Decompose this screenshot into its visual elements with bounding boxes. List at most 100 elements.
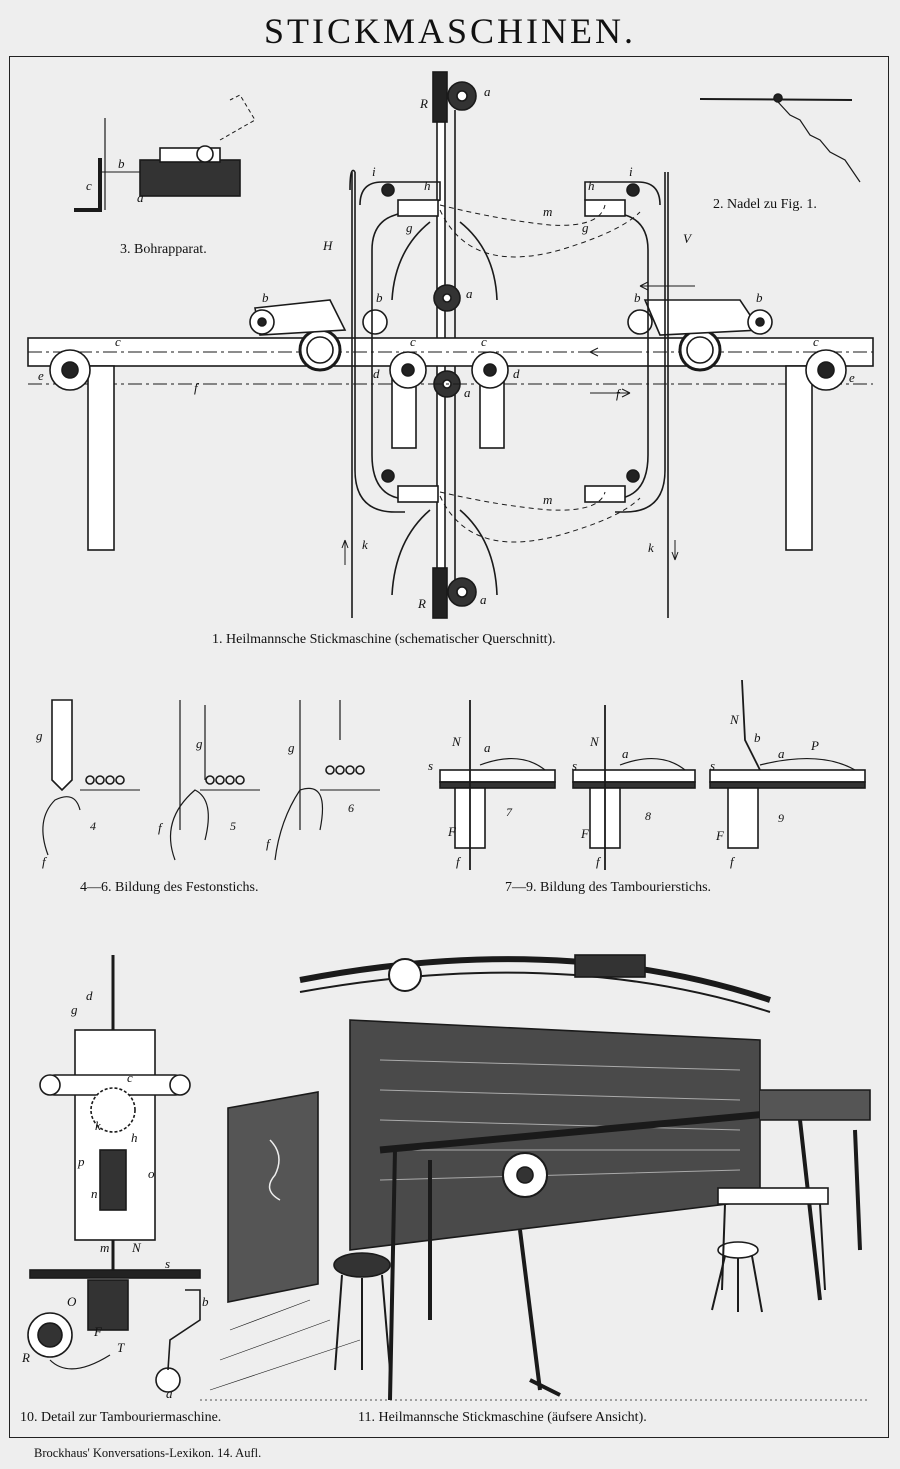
fig7-label-a: a	[484, 740, 491, 755]
fig9-label-a: a	[778, 746, 785, 761]
fig5-label-g: g	[196, 736, 203, 751]
fig1-label-c-mid-right: c	[481, 334, 487, 349]
fig1-label-R-bottom: R	[417, 596, 426, 611]
fig10-label-a: a	[166, 1386, 173, 1401]
fig10-label-n: n	[91, 1186, 98, 1201]
fig8-label-a: a	[622, 746, 629, 761]
fig1-label-g-right: g	[582, 220, 589, 235]
caption-fig11: 11. Heilmannsche Stickmaschine (äufsere …	[358, 1410, 647, 1425]
fig1-label-m-top: m	[543, 204, 552, 219]
fig10-label-o: o	[148, 1166, 155, 1181]
fig1-label-d-right: d	[513, 366, 520, 381]
caption-fig1: 1. Heilmannsche Stickmaschine (schematis…	[212, 632, 556, 647]
fig10-label-h: h	[131, 1130, 138, 1145]
fig1-label-i-right: i	[629, 164, 633, 179]
fig1-label-f-left: f	[194, 380, 200, 395]
fig1-label-a-top: a	[484, 84, 491, 99]
fig9-label-f: f	[730, 854, 736, 869]
fig1-label-V: V	[683, 231, 693, 246]
fig9-number: 9	[778, 811, 784, 825]
plate-frame	[9, 56, 889, 1438]
fig1-label-e-right: e	[849, 370, 855, 385]
fig1-label-b-2: b	[376, 290, 383, 305]
fig10-label-O: O	[67, 1294, 77, 1309]
fig1-label-c-mid-left: c	[410, 334, 416, 349]
fig10-label-c: c	[127, 1070, 133, 1085]
fig5-number: 5	[230, 819, 236, 833]
fig1-label-k-right: k	[648, 540, 654, 555]
fig6-number: 6	[348, 801, 354, 815]
fig1-label-f-right: f	[616, 386, 622, 401]
fig1-label-b-1: b	[262, 290, 269, 305]
fig1-label-c-left: c	[115, 334, 121, 349]
caption-fig3: 3. Bohrapparat.	[120, 242, 207, 257]
fig7-label-f: f	[456, 854, 462, 869]
fig1-label-b-3: b	[634, 290, 641, 305]
fig10-label-s: s	[165, 1256, 170, 1271]
fig3-label-b: b	[118, 156, 125, 171]
caption-fig7-9: 7—9. Bildung des Tambourierstichs.	[505, 880, 712, 895]
fig1-label-h-left: h	[424, 178, 431, 193]
fig1-label-k-left: k	[362, 537, 368, 552]
fig2-needle-drawing	[699, 93, 861, 183]
fig1-drawing	[27, 71, 874, 619]
fig8-label-f: f	[596, 854, 602, 869]
fig1-label-g-left: g	[406, 220, 413, 235]
fig7-label-s: s	[428, 758, 433, 773]
fig9-label-F: F	[715, 828, 725, 843]
fig9-label-b: b	[754, 730, 761, 745]
fig1-label-a-bottom: a	[480, 592, 487, 607]
fig7-9-drawing	[439, 679, 866, 870]
fig8-number: 8	[645, 809, 651, 823]
fig4-number: 4	[90, 819, 96, 833]
fig10-label-T: T	[117, 1340, 125, 1355]
fig7-label-F: F	[447, 824, 457, 839]
fig1-label-d-left: d	[373, 366, 380, 381]
fig10-label-d: d	[86, 988, 93, 1003]
fig1-label-h-right: h	[588, 178, 595, 193]
fig6-label-g: g	[288, 740, 295, 755]
fig3-label-c: c	[86, 178, 92, 193]
fig6-label-f: f	[266, 836, 272, 851]
fig11-drawing	[200, 954, 871, 1401]
fig3-label-a: a	[137, 190, 144, 205]
fig1-label-m-bottom: m	[543, 492, 552, 507]
fig8-label-s: s	[572, 758, 577, 773]
fig3-drill-drawing	[74, 94, 256, 212]
caption-fig10: 10. Detail zur Tambouriermaschine.	[20, 1410, 222, 1425]
fig10-label-g: g	[71, 1002, 78, 1017]
caption-fig2: 2. Nadel zu Fig. 1.	[713, 197, 817, 212]
fig4-6-drawing	[42, 699, 380, 861]
fig10-label-p: p	[77, 1154, 85, 1169]
fig8-label-N: N	[589, 734, 600, 749]
page-footer: Brockhaus' Konversations-Lexikon. 14. Au…	[34, 1446, 262, 1460]
caption-fig4-6: 4—6. Bildung des Festonstichs.	[80, 880, 259, 895]
fig10-label-b: b	[202, 1294, 209, 1309]
fig7-label-N: N	[451, 734, 462, 749]
fig10-drawing	[27, 955, 201, 1393]
fig10-label-k: k	[95, 1118, 101, 1133]
fig10-label-m: m	[100, 1240, 109, 1255]
fig1-label-c-right: c	[813, 334, 819, 349]
fig1-label-i-left: i	[372, 164, 376, 179]
fig1-label-e-left: e	[38, 368, 44, 383]
fig8-label-F: F	[580, 826, 590, 841]
fig1-label-a-low: a	[464, 385, 471, 400]
fig9-label-s: s	[710, 758, 715, 773]
fig10-label-N: N	[131, 1240, 142, 1255]
fig9-label-N: N	[729, 712, 740, 727]
fig4-label-g: g	[36, 728, 43, 743]
fig7-number: 7	[506, 805, 513, 819]
fig9-label-P: P	[810, 738, 819, 753]
fig1-label-R-top: R	[419, 96, 428, 111]
fig10-label-R: R	[21, 1350, 30, 1365]
fig1-label-b-4: b	[756, 290, 763, 305]
page-title: STICKMASCHINEN.	[263, 11, 637, 51]
fig1-label-H: H	[322, 238, 333, 253]
fig5-label-f: f	[158, 820, 164, 835]
fig1-label-a-mid: a	[466, 286, 473, 301]
fig4-label-f: f	[42, 854, 48, 869]
figure-letter-labels: R a i h g m h i g H V a b b b b c c c c …	[21, 84, 855, 1401]
